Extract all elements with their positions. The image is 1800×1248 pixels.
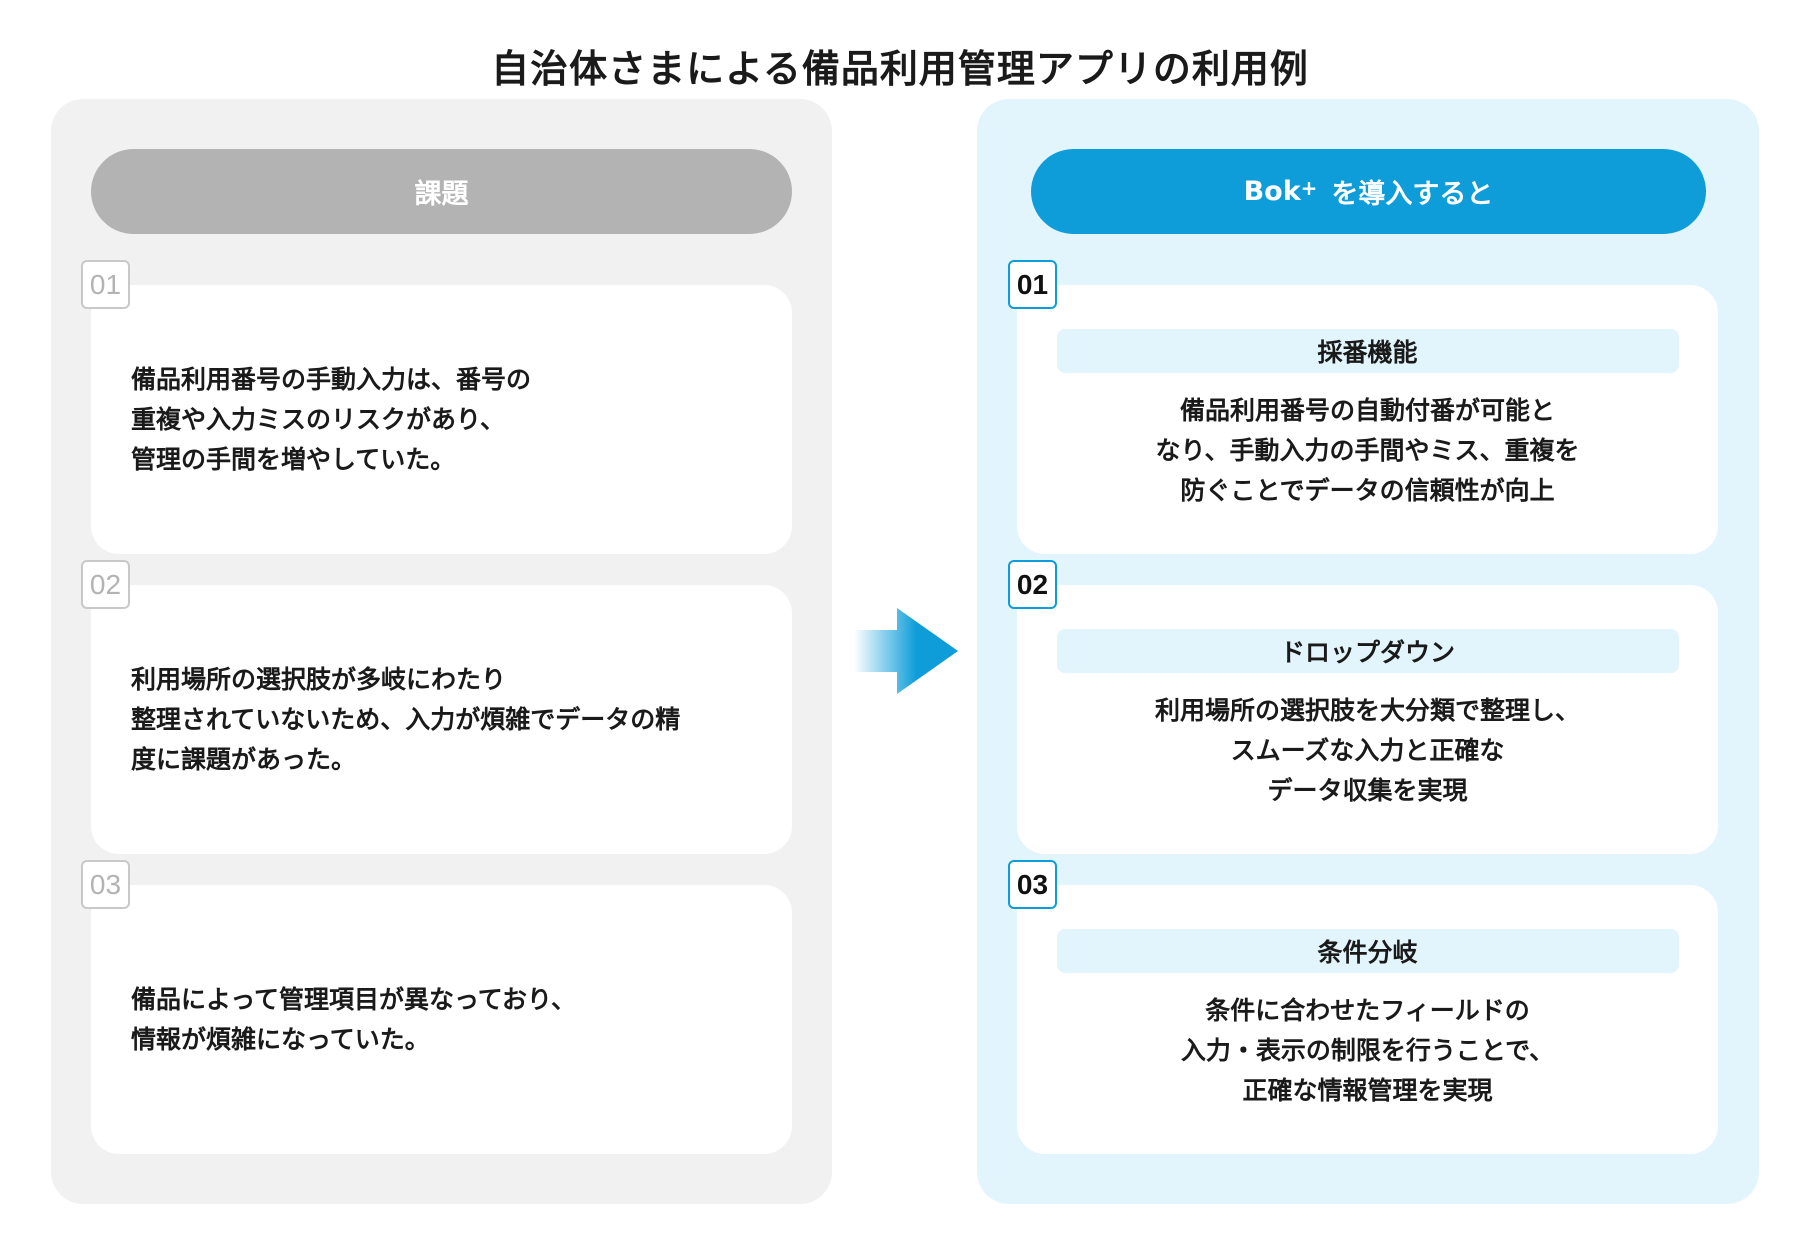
solution-number-badge: 02	[1008, 560, 1057, 609]
solution-text: 条件に合わせたフィールドの 入力・表示の制限を行うことで、 正確な情報管理を実現	[1180, 995, 1555, 1105]
brand-plus: +	[1300, 175, 1318, 200]
issue-number-badge: 03	[81, 860, 130, 909]
issue-text: 備品利用番号の手動入力は、番号の 重複や入力ミスのリスクがあり、 管理の手間を増…	[131, 364, 532, 474]
solution-number-badge: 03	[1008, 860, 1057, 909]
solution-number-badge: 01	[1008, 260, 1057, 309]
solution-text: 備品利用番号の自動付番が可能と なり、手動入力の手間やミス、重複を 防ぐことでデ…	[1155, 395, 1580, 505]
solution-card-1: 採番機能備品利用番号の自動付番が可能と なり、手動入力の手間やミス、重複を 防ぐ…	[1017, 285, 1718, 554]
solution-card-3: 条件分岐条件に合わせたフィールドの 入力・表示の制限を行うことで、 正確な情報管…	[1017, 885, 1718, 1154]
issue-text: 利用場所の選択肢が多岐にわたり 整理されていないため、入力が煩雑でデータの精 度…	[131, 664, 681, 774]
issue-text: 備品によって管理項目が異なっており、 情報が煩雑になっていた。	[131, 984, 577, 1054]
issue-card-1: 備品利用番号の手動入力は、番号の 重複や入力ミスのリスクがあり、 管理の手間を増…	[91, 285, 792, 554]
issues-header: 課題	[91, 149, 792, 234]
solution-title: 採番機能	[1056, 328, 1679, 373]
solution-card-2: ドロップダウン利用場所の選択肢を大分類で整理し、 スムーズな入力と正確な データ…	[1017, 585, 1718, 854]
solutions-header: Bok+ を導入すると	[1031, 149, 1706, 234]
page-title: 自治体さまによる備品利用管理アプリの利用例	[491, 47, 1309, 91]
issue-number-badge: 02	[81, 560, 130, 609]
solution-title: 条件分岐	[1056, 928, 1679, 973]
arrow-right-icon	[854, 608, 958, 694]
header-text: を導入すると	[1331, 179, 1494, 210]
issue-card-3: 備品によって管理項目が異なっており、 情報が煩雑になっていた。	[91, 885, 792, 1154]
solution-title: ドロップダウン	[1056, 628, 1679, 673]
solution-text: 利用場所の選択肢を大分類で整理し、 スムーズな入力と正確な データ収集を実現	[1154, 695, 1580, 805]
brand-name: Bok	[1243, 176, 1301, 207]
issue-number-badge: 01	[81, 260, 130, 309]
issue-card-2: 利用場所の選択肢が多岐にわたり 整理されていないため、入力が煩雑でデータの精 度…	[91, 585, 792, 854]
